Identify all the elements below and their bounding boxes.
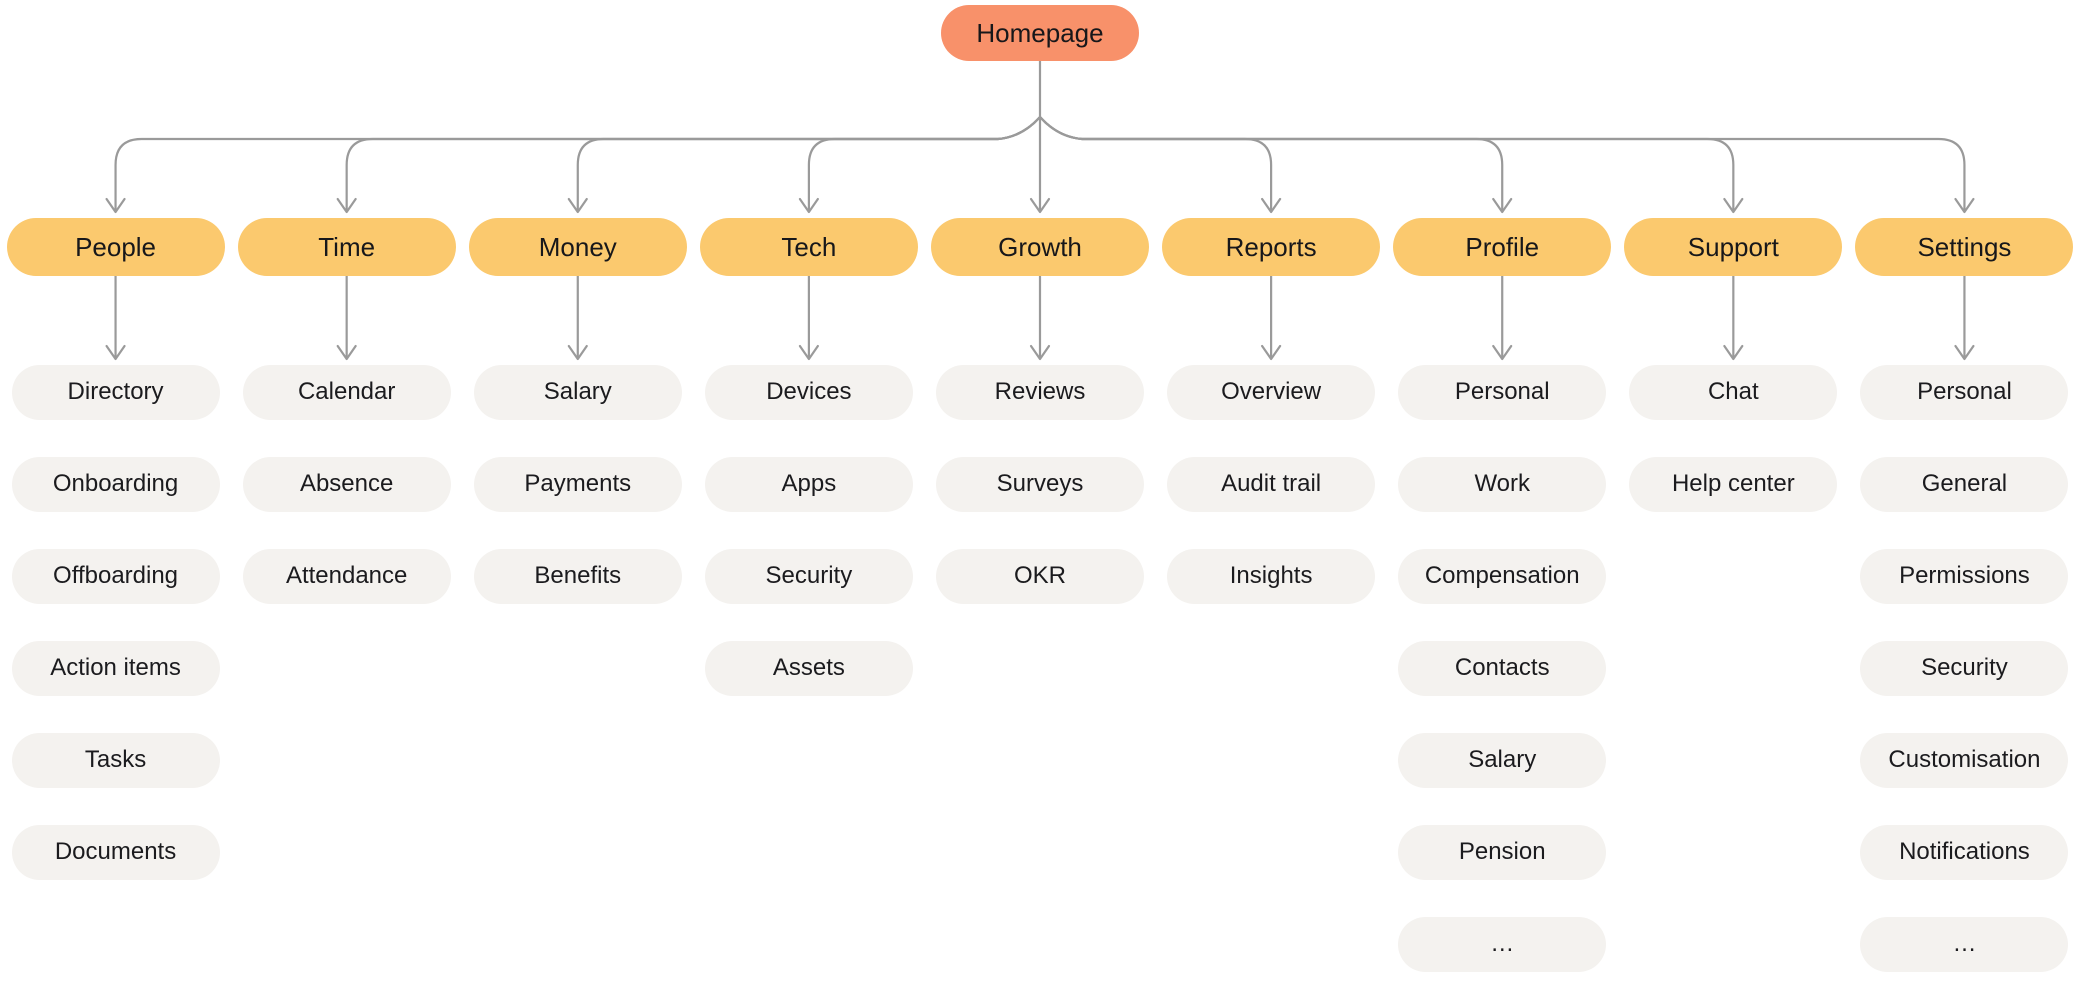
- node-leaf-people-directory[interactable]: Directory: [11, 365, 220, 420]
- node-leaf-settings-more[interactable]: …: [1860, 917, 2069, 972]
- node-leaf-profile-more[interactable]: …: [1398, 917, 1607, 972]
- node-leaf-settings-permissions[interactable]: Permissions: [1860, 549, 2069, 604]
- node-homepage[interactable]: Homepage: [941, 5, 1139, 61]
- node-leaf-money-salary[interactable]: Salary: [473, 365, 682, 420]
- node-leaf-profile-compensation[interactable]: Compensation: [1398, 549, 1607, 604]
- node-leaf-growth-okr[interactable]: OKR: [936, 549, 1144, 604]
- node-section-reports[interactable]: Reports: [1162, 218, 1381, 276]
- node-leaf-tech-security[interactable]: Security: [704, 549, 913, 604]
- node-leaf-reports-overview[interactable]: Overview: [1167, 365, 1376, 420]
- node-leaf-reports-audit-trail[interactable]: Audit trail: [1167, 457, 1376, 512]
- node-leaf-settings-notifications[interactable]: Notifications: [1860, 825, 2069, 880]
- node-section-profile[interactable]: Profile: [1393, 218, 1612, 276]
- node-leaf-settings-general[interactable]: General: [1860, 457, 2069, 512]
- node-leaf-profile-personal[interactable]: Personal: [1398, 365, 1607, 420]
- node-leaf-time-absence[interactable]: Absence: [242, 457, 451, 512]
- node-leaf-settings-personal[interactable]: Personal: [1860, 365, 2069, 420]
- node-leaf-growth-reviews[interactable]: Reviews: [936, 365, 1144, 420]
- node-leaf-profile-salary[interactable]: Salary: [1398, 733, 1607, 788]
- node-leaf-people-action-items[interactable]: Action items: [11, 641, 220, 696]
- node-leaf-support-chat[interactable]: Chat: [1629, 365, 1838, 420]
- node-section-growth[interactable]: Growth: [931, 218, 1149, 276]
- node-leaf-people-onboarding[interactable]: Onboarding: [11, 457, 220, 512]
- node-leaf-settings-customisation[interactable]: Customisation: [1860, 733, 2069, 788]
- node-section-time[interactable]: Time: [237, 218, 456, 276]
- node-leaf-growth-surveys[interactable]: Surveys: [936, 457, 1144, 512]
- node-section-support[interactable]: Support: [1624, 218, 1843, 276]
- node-section-money[interactable]: Money: [468, 218, 687, 276]
- node-leaf-settings-security[interactable]: Security: [1860, 641, 2069, 696]
- node-leaf-profile-work[interactable]: Work: [1398, 457, 1607, 512]
- node-leaf-people-tasks[interactable]: Tasks: [11, 733, 220, 788]
- node-leaf-profile-pension[interactable]: Pension: [1398, 825, 1607, 880]
- node-leaf-people-offboarding[interactable]: Offboarding: [11, 549, 220, 604]
- node-leaf-money-payments[interactable]: Payments: [473, 457, 682, 512]
- node-leaf-money-benefits[interactable]: Benefits: [473, 549, 682, 604]
- node-leaf-tech-apps[interactable]: Apps: [704, 457, 913, 512]
- node-section-people[interactable]: People: [6, 218, 225, 276]
- node-leaf-people-documents[interactable]: Documents: [11, 825, 220, 880]
- node-leaf-time-calendar[interactable]: Calendar: [242, 365, 451, 420]
- node-leaf-support-help-center[interactable]: Help center: [1629, 457, 1838, 512]
- node-leaf-time-attendance[interactable]: Attendance: [242, 549, 451, 604]
- node-section-settings[interactable]: Settings: [1855, 218, 2074, 276]
- node-leaf-tech-assets[interactable]: Assets: [704, 641, 913, 696]
- node-leaf-profile-contacts[interactable]: Contacts: [1398, 641, 1607, 696]
- node-section-tech[interactable]: Tech: [699, 218, 918, 276]
- node-leaf-tech-devices[interactable]: Devices: [704, 365, 913, 420]
- node-leaf-reports-insights[interactable]: Insights: [1167, 549, 1376, 604]
